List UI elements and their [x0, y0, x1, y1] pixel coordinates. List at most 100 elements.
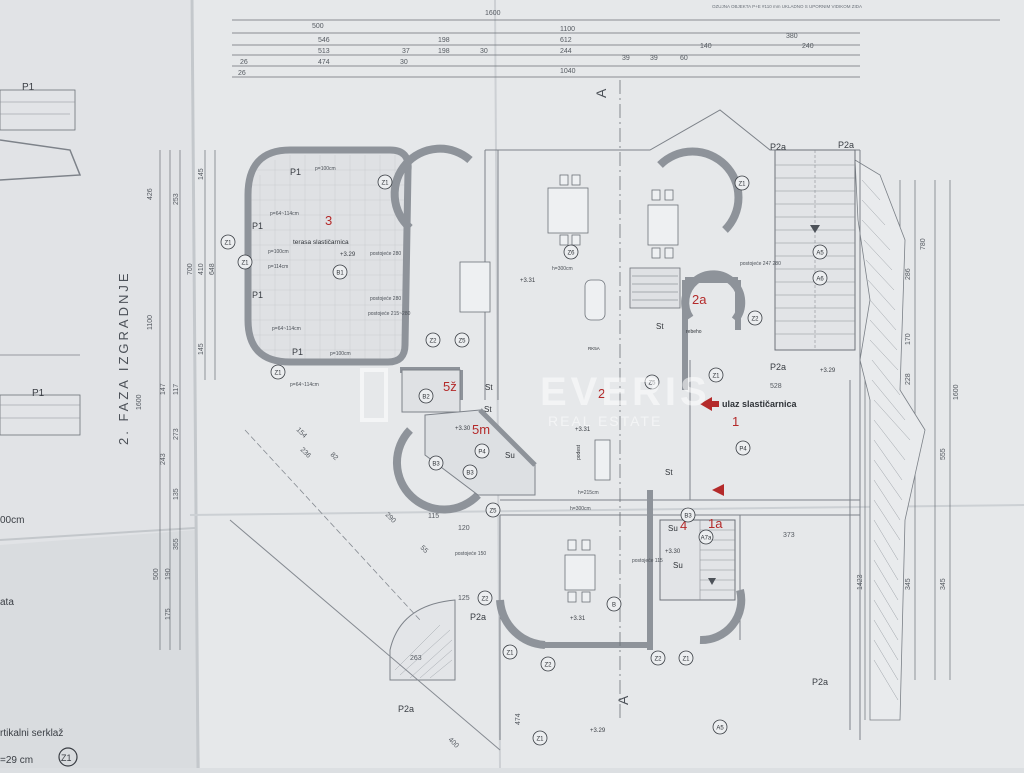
circle-tag-label: B2: [422, 395, 430, 401]
marker-p2a: P2a: [398, 704, 414, 714]
dim-top-26b: 26: [238, 70, 246, 77]
dim-right-345b: 345: [940, 578, 947, 590]
dim-left-145b: 145: [198, 343, 205, 355]
watermark-sub: REAL ESTATE: [548, 413, 662, 429]
dim-bottom: 528: [770, 383, 782, 390]
dim-top-612: 612: [560, 37, 572, 44]
wall-note: p=64~114cm: [272, 326, 301, 332]
dim-right-228: 228: [905, 373, 912, 385]
dim-top-244: 244: [560, 48, 572, 55]
watermark-logo-icon: [360, 368, 388, 422]
dim-left-145: 145: [198, 168, 205, 180]
label-st: St: [484, 405, 492, 414]
circle-tag-outline: [712, 719, 728, 735]
dim-left-1100: 1100: [147, 315, 154, 330]
circle-tag-label: A5: [716, 726, 724, 732]
chair: [559, 174, 569, 186]
dim-top-380: 380: [786, 33, 798, 40]
chair: [651, 189, 661, 201]
space-labels: St St St St Su Su Su rebeho RK5A podest: [484, 322, 702, 570]
circle-tag-label: Z1: [274, 371, 282, 377]
left-dimension-lines: [159, 150, 216, 650]
wall-note: p=100cm: [315, 166, 336, 172]
circle-tag-outline: [650, 650, 666, 666]
left-paper-edge: [0, 527, 196, 541]
circle-tag-outline: [606, 596, 622, 612]
marker-p2a: P2a: [812, 677, 828, 687]
dim-top-474: 474: [318, 59, 330, 66]
column: [584, 279, 606, 321]
entrance-arrow-icon: [700, 397, 712, 411]
dim-right-286: 286: [905, 268, 912, 280]
circle-tag-outline: [734, 175, 750, 191]
dim-top-37: 37: [402, 48, 410, 55]
circle-tag-label: A5: [816, 251, 824, 257]
elevation-labels: +3.29 +3.31 +3.31 +3.29 +3.30 +3.31 +3.2…: [340, 252, 836, 734]
dim-top-1100: 1100: [560, 26, 575, 33]
wall-note: h=215cm: [578, 490, 599, 496]
marker-p1: P1: [252, 221, 263, 231]
wall-note: postojeće 215~280: [368, 311, 411, 317]
marker-p2a: P2a: [770, 142, 786, 152]
circle-tag-label: Z2: [544, 663, 552, 669]
left-z1-tag: Z1: [61, 753, 72, 763]
label-terasa: terasa slastičarnica: [293, 239, 349, 246]
dim-left-648: 648: [209, 263, 216, 275]
curved-wall-top-right: [657, 147, 743, 233]
circle-tag-label: Z2: [751, 317, 759, 323]
dim-top-30b: 30: [400, 59, 408, 66]
section-mark-top: A: [593, 88, 609, 98]
wall-note: h=300cm: [570, 506, 591, 512]
circle-tag-outline: [237, 254, 253, 270]
label-su: Su: [668, 524, 678, 533]
circle-tag-label: A7a: [701, 536, 712, 542]
label-st: St: [665, 468, 673, 477]
circle-tag-label: Z1: [224, 241, 232, 247]
left-text-cm: 00cm: [0, 515, 24, 526]
circle-tag-outline: [485, 502, 501, 518]
chair: [581, 539, 591, 551]
circle-tag-label: Z1: [682, 657, 690, 663]
dim-left-244: 426: [147, 188, 154, 200]
wall-note: p=64~114cm: [270, 211, 299, 217]
circle-tag-label: Z5: [648, 381, 656, 387]
label-ulaz: ulaz slastičarnica: [722, 399, 798, 409]
room-numbers: 3 2 1 2a 4 1a 5ž 5m: [325, 213, 739, 533]
dim-right-555: 555: [940, 448, 947, 460]
elevation: +3.29: [820, 368, 836, 374]
circle-tag-label: P4: [478, 450, 486, 456]
chair: [651, 247, 661, 259]
chair: [664, 247, 674, 259]
circle-tag-outline: [735, 440, 751, 456]
dim-top-39b: 39: [650, 55, 658, 62]
wall-note: postojeće 247 280: [740, 261, 781, 267]
dim-right-1600: 1600: [953, 384, 960, 400]
circle-tag-label: Z6: [567, 251, 575, 257]
circle-tag-label: B3: [684, 514, 692, 520]
circle-tag-outline: [220, 234, 236, 250]
wall-note: p=100cm: [268, 249, 289, 255]
counter-display: [629, 267, 681, 309]
circle-tag-outline: [454, 332, 470, 348]
watermark-brand: EVERIS: [540, 370, 711, 414]
dim-bottom: 263: [410, 655, 422, 662]
marker-p2a: P2a: [838, 140, 854, 150]
dim-left-147: 147: [160, 383, 167, 395]
dim-top-30: 30: [480, 48, 488, 55]
chair: [559, 234, 569, 246]
room-number-5m: 5m: [472, 422, 490, 437]
circle-tag-label: B: [612, 603, 616, 609]
circle-tag-label: Z1: [536, 737, 544, 743]
circle-tag-label: Z1: [712, 374, 720, 380]
circle-tag-label: Z2: [429, 339, 437, 345]
dim-bottom: 474: [515, 713, 522, 725]
table-1: [547, 187, 589, 234]
dim-bottom: 115: [428, 513, 439, 520]
circle-tag-label: B1: [336, 271, 344, 277]
dim-top-39: 39: [622, 55, 630, 62]
curved-wall-5m: [393, 427, 481, 514]
circle-tag-outline: [747, 310, 763, 326]
bench: [594, 439, 611, 481]
dim-left-117: 117: [173, 384, 180, 395]
